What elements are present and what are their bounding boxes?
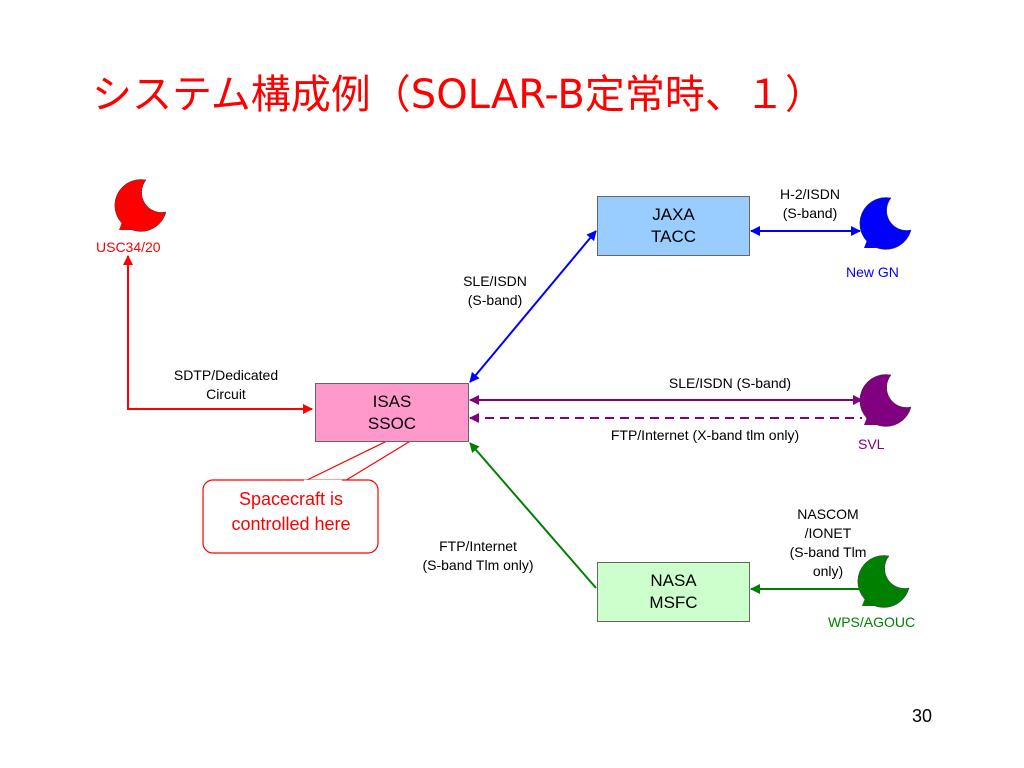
svl-antenna-icon [859,374,912,427]
nascom-label: NASCOM /IONET (S-band Tlm only) [789,506,867,579]
sle-isdn-jaxa-label: SLE/ISDN (S-band) [463,273,527,308]
callout-text: Spacecraft is controlled here [231,489,351,534]
msfc-label: MSFC [649,593,698,612]
sle-isdn-jaxa-arrow [469,230,597,383]
nasa-label: NASA [650,571,697,590]
isas-ssoc-node: ISAS SSOC [315,383,469,442]
newgn-station-label: New GN [846,264,899,280]
sdtp-link-arrow [123,255,313,414]
isas-label: ISAS [372,391,412,411]
ssoc-label: SSOC [367,413,417,433]
usc-station-label: USC34/20 [96,239,161,255]
ftp-svl-label: FTP/Internet (X-band tlm only) [610,427,800,443]
jaxa-tacc-node: JAXA TACC [597,196,750,256]
newgn-antenna-icon [859,197,912,250]
sle-isdn-svl-label: SLE/ISDN (S-band) [668,375,792,391]
wps-station-label: WPS/AGOUC [828,614,916,630]
nasa-msfc-node: NASA MSFC [597,562,750,622]
jaxa-label: JAXA [652,205,695,224]
callout-pointer [302,436,418,483]
svl-station-label: SVL [858,436,885,452]
usc-antenna-icon [114,179,167,232]
page-number: 30 [912,706,933,726]
ftp-nasa-arrow [469,442,597,589]
ftp-nasa-label: FTP/Internet (S-band Tlm only) [422,538,534,573]
h2-isdn-label: H-2/ISDN (S-band) [780,186,840,221]
callout-box [202,479,379,554]
tacc-label: TACC [650,227,696,246]
sdtp-label: SDTP/Dedicated Circuit [173,367,279,402]
page-title: システム構成例（SOLAR-B定常時、１） [92,72,825,118]
wps-antenna-icon [857,555,910,608]
